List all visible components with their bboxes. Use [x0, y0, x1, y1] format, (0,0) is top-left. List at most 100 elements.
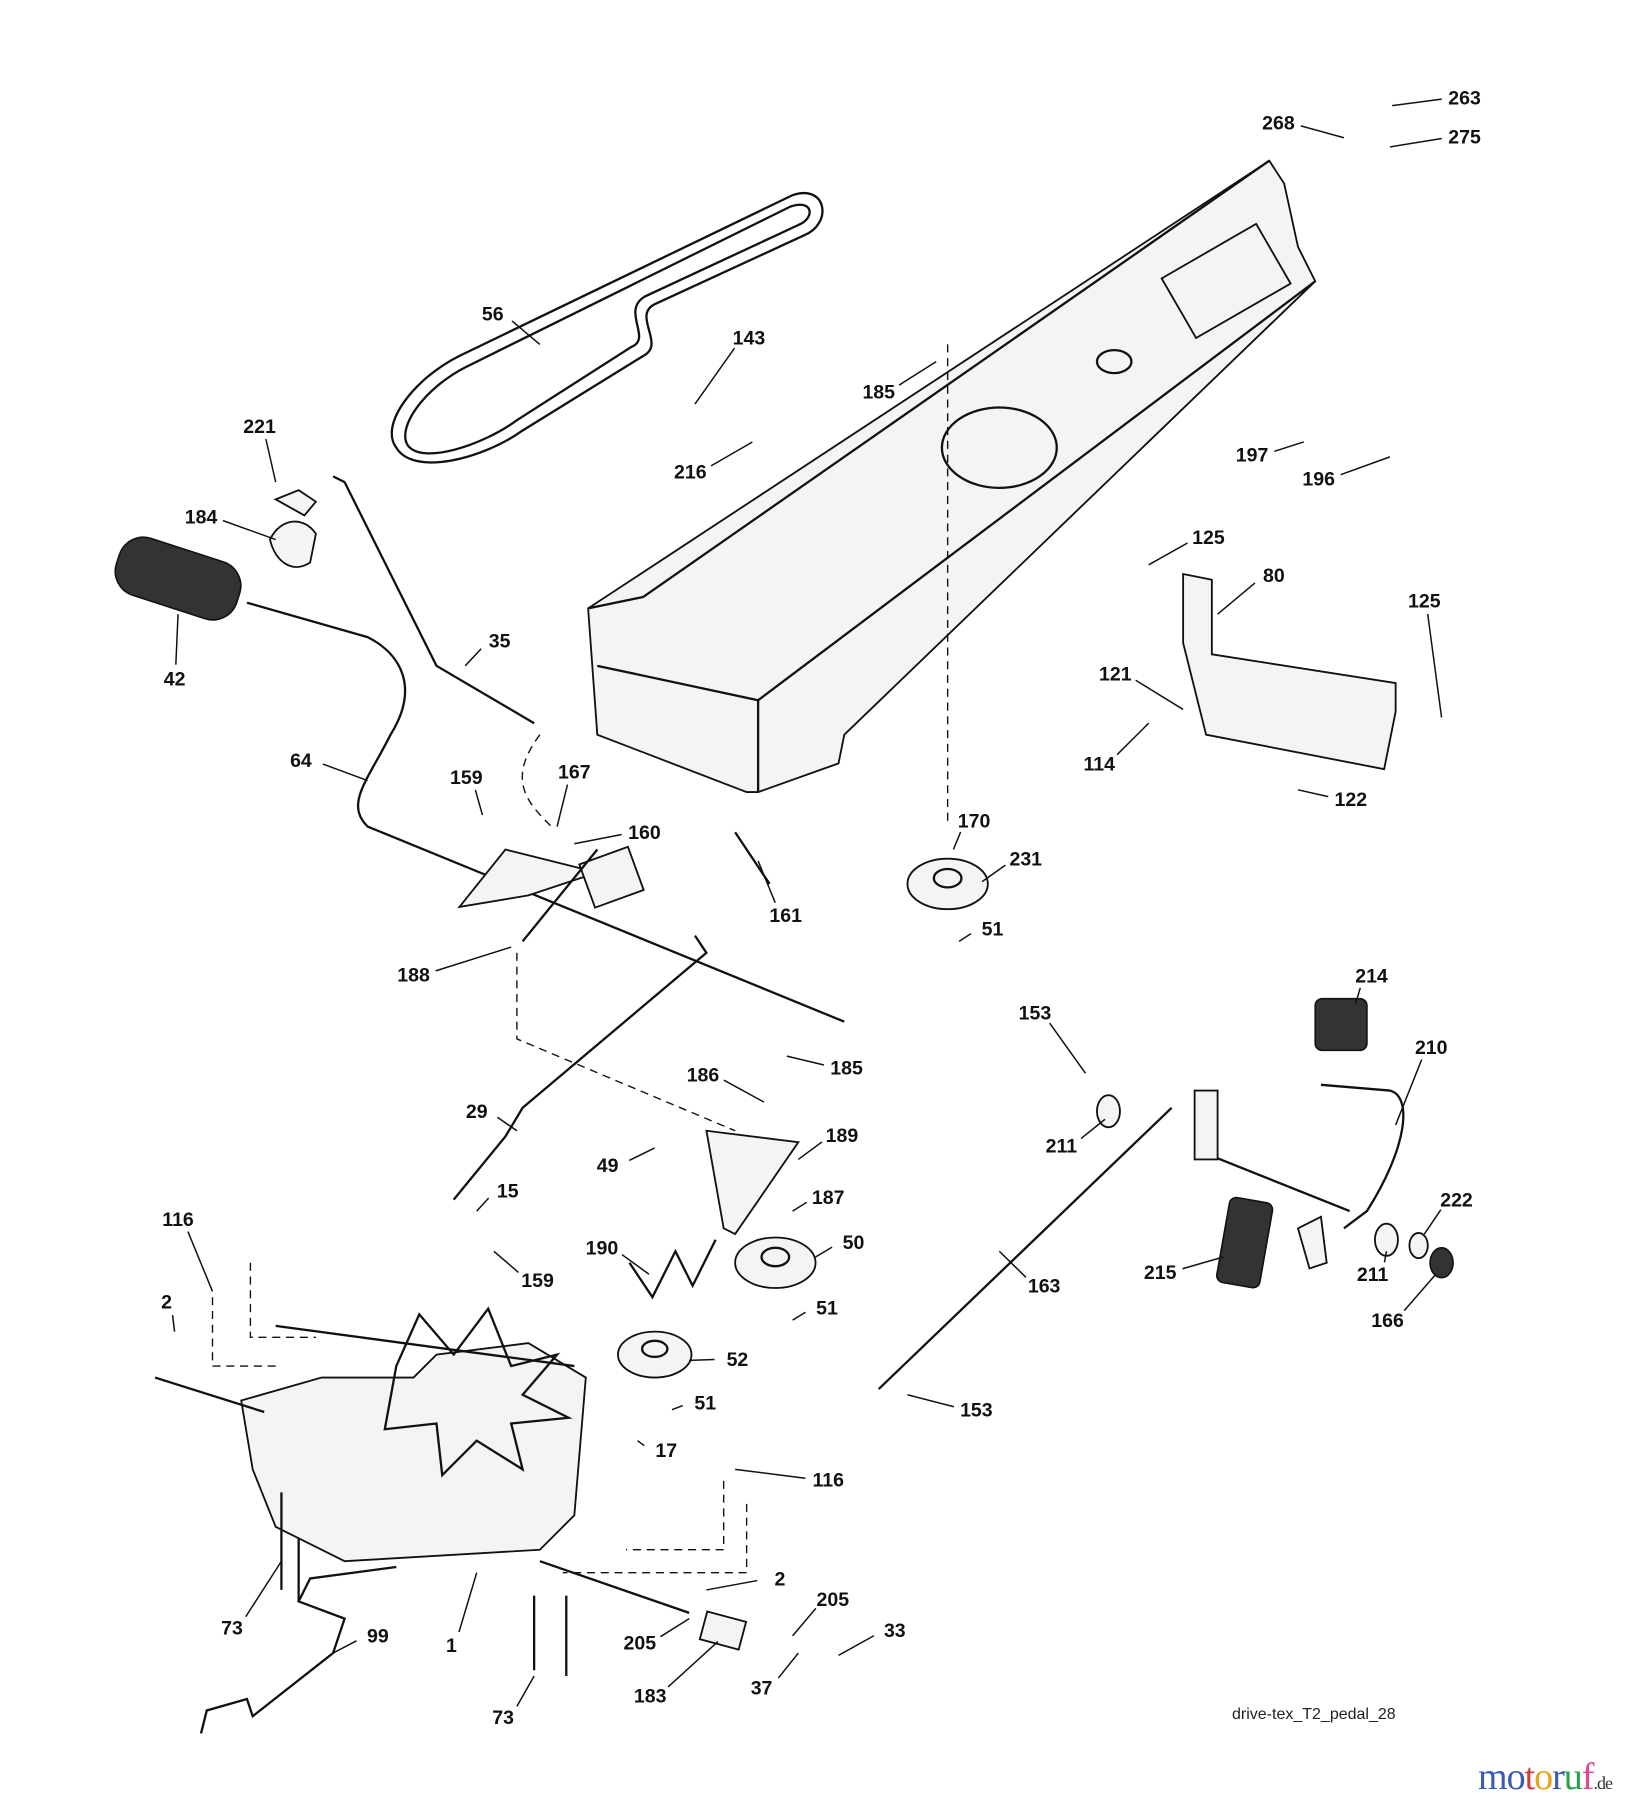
part-callout-121[interactable]: 121 [1099, 664, 1132, 686]
part-callout-190[interactable]: 190 [586, 1238, 619, 1260]
part-callout-205[interactable]: 205 [816, 1589, 849, 1611]
logo-letter: u [1563, 1756, 1583, 1798]
callout-leader-line [222, 519, 276, 541]
part-callout-183[interactable]: 183 [634, 1685, 667, 1707]
part-callout-187[interactable]: 187 [812, 1187, 845, 1209]
part-callout-125[interactable]: 125 [1408, 590, 1441, 612]
part-callout-167[interactable]: 167 [558, 761, 591, 783]
part-callout-2[interactable]: 2 [161, 1292, 172, 1314]
part-callout-268[interactable]: 268 [1262, 113, 1295, 135]
pedal-assembly [1096, 997, 1454, 1289]
part-callout-189[interactable]: 189 [826, 1125, 859, 1147]
part-callout-50[interactable]: 50 [843, 1232, 865, 1254]
part-callout-56[interactable]: 56 [482, 303, 504, 325]
part-callout-210[interactable]: 210 [1415, 1037, 1448, 1059]
callout-leader-line [706, 1579, 758, 1591]
part-callout-197[interactable]: 197 [1236, 444, 1269, 466]
callout-leader-line [1354, 987, 1362, 1005]
part-callout-122[interactable]: 122 [1335, 789, 1368, 811]
callout-leader-line [1135, 679, 1184, 711]
part-callout-161[interactable]: 161 [769, 905, 802, 927]
part-callout-49[interactable]: 49 [597, 1155, 619, 1177]
part-callout-73[interactable]: 73 [492, 1707, 514, 1729]
part-callout-159[interactable]: 159 [521, 1270, 554, 1292]
part-callout-17[interactable]: 17 [655, 1440, 677, 1462]
callout-leader-line [621, 1253, 650, 1275]
part-callout-153[interactable]: 153 [960, 1400, 993, 1422]
callout-leader-line [998, 1250, 1027, 1278]
callout-leader-line [574, 833, 622, 845]
part-callout-29[interactable]: 29 [466, 1101, 488, 1123]
callout-leader-line [435, 946, 512, 972]
part-callout-51[interactable]: 51 [694, 1393, 716, 1415]
logo-letter: o [1506, 1756, 1526, 1798]
callout-leader-line [792, 1311, 806, 1321]
part-callout-33[interactable]: 33 [884, 1620, 906, 1642]
part-callout-52[interactable]: 52 [727, 1349, 749, 1371]
part-callout-42[interactable]: 42 [164, 668, 186, 690]
part-callout-186[interactable]: 186 [687, 1064, 720, 1086]
callout-leader-line [265, 438, 277, 483]
part-callout-216[interactable]: 216 [674, 462, 707, 484]
callout-leader-line [1182, 1256, 1224, 1270]
callout-leader-line [496, 1116, 518, 1132]
part-callout-114[interactable]: 114 [1084, 753, 1116, 775]
transaxle [154, 1262, 748, 1734]
part-callout-211[interactable]: 211 [1046, 1136, 1078, 1158]
part-callout-196[interactable]: 196 [1302, 469, 1335, 491]
callout-leader-line [1049, 1022, 1087, 1074]
part-callout-166[interactable]: 166 [1371, 1310, 1404, 1332]
part-callout-2[interactable]: 2 [775, 1568, 786, 1590]
callout-leader-line [786, 1055, 825, 1066]
callout-leader-line [757, 860, 776, 903]
callout-leader-line [1116, 722, 1150, 756]
part-callout-15[interactable]: 15 [497, 1180, 519, 1202]
part-callout-163[interactable]: 163 [1028, 1276, 1061, 1298]
linkage-rods [452, 344, 1173, 1390]
callout-leader-line [1148, 542, 1188, 566]
part-callout-188[interactable]: 188 [397, 965, 430, 987]
callout-leaders [171, 98, 1443, 1707]
logo-letter: f [1581, 1756, 1595, 1798]
part-callout-73[interactable]: 73 [221, 1618, 243, 1640]
callout-leader-line [838, 1635, 875, 1657]
part-callout-51[interactable]: 51 [816, 1297, 838, 1319]
part-callout-222[interactable]: 222 [1440, 1190, 1473, 1212]
callout-leader-line [1392, 98, 1442, 107]
part-callout-153[interactable]: 153 [1019, 1002, 1052, 1024]
part-callout-116[interactable]: 116 [812, 1470, 844, 1492]
part-callout-275[interactable]: 275 [1448, 127, 1481, 149]
part-callout-214[interactable]: 214 [1355, 966, 1388, 988]
part-callout-35[interactable]: 35 [489, 630, 511, 652]
part-callout-184[interactable]: 184 [185, 506, 218, 528]
part-callout-64[interactable]: 64 [290, 750, 312, 772]
callout-leader-line [1217, 582, 1256, 615]
part-callout-215[interactable]: 215 [1144, 1262, 1177, 1284]
part-callout-159[interactable]: 159 [450, 767, 483, 789]
part-callout-231[interactable]: 231 [1009, 849, 1042, 871]
part-callout-185[interactable]: 185 [862, 381, 895, 403]
part-callout-116[interactable]: 116 [162, 1209, 194, 1231]
part-callout-211[interactable]: 211 [1357, 1264, 1389, 1286]
part-callout-1[interactable]: 1 [446, 1635, 457, 1657]
part-callout-205[interactable]: 205 [624, 1633, 657, 1655]
callout-leader-line [797, 1141, 823, 1161]
callout-leader-line [958, 932, 972, 942]
part-callout-143[interactable]: 143 [733, 327, 766, 349]
part-callout-185[interactable]: 185 [830, 1057, 863, 1079]
shift-lever-and-grip [114, 475, 845, 1023]
part-callout-221[interactable]: 221 [243, 416, 276, 438]
callout-leader-line [187, 1231, 214, 1292]
callout-leader-line [332, 1640, 357, 1654]
motoruf-logo[interactable]: motoruf.de [1478, 1756, 1613, 1798]
part-callout-51[interactable]: 51 [982, 919, 1004, 941]
part-callout-160[interactable]: 160 [628, 822, 661, 844]
part-callout-99[interactable]: 99 [367, 1626, 389, 1648]
callout-leader-line [245, 1560, 283, 1618]
callout-leader-line [777, 1652, 799, 1679]
part-callout-37[interactable]: 37 [751, 1677, 773, 1699]
part-callout-80[interactable]: 80 [1263, 565, 1285, 587]
part-callout-170[interactable]: 170 [958, 811, 991, 833]
part-callout-125[interactable]: 125 [1192, 527, 1225, 549]
part-callout-263[interactable]: 263 [1448, 87, 1481, 109]
